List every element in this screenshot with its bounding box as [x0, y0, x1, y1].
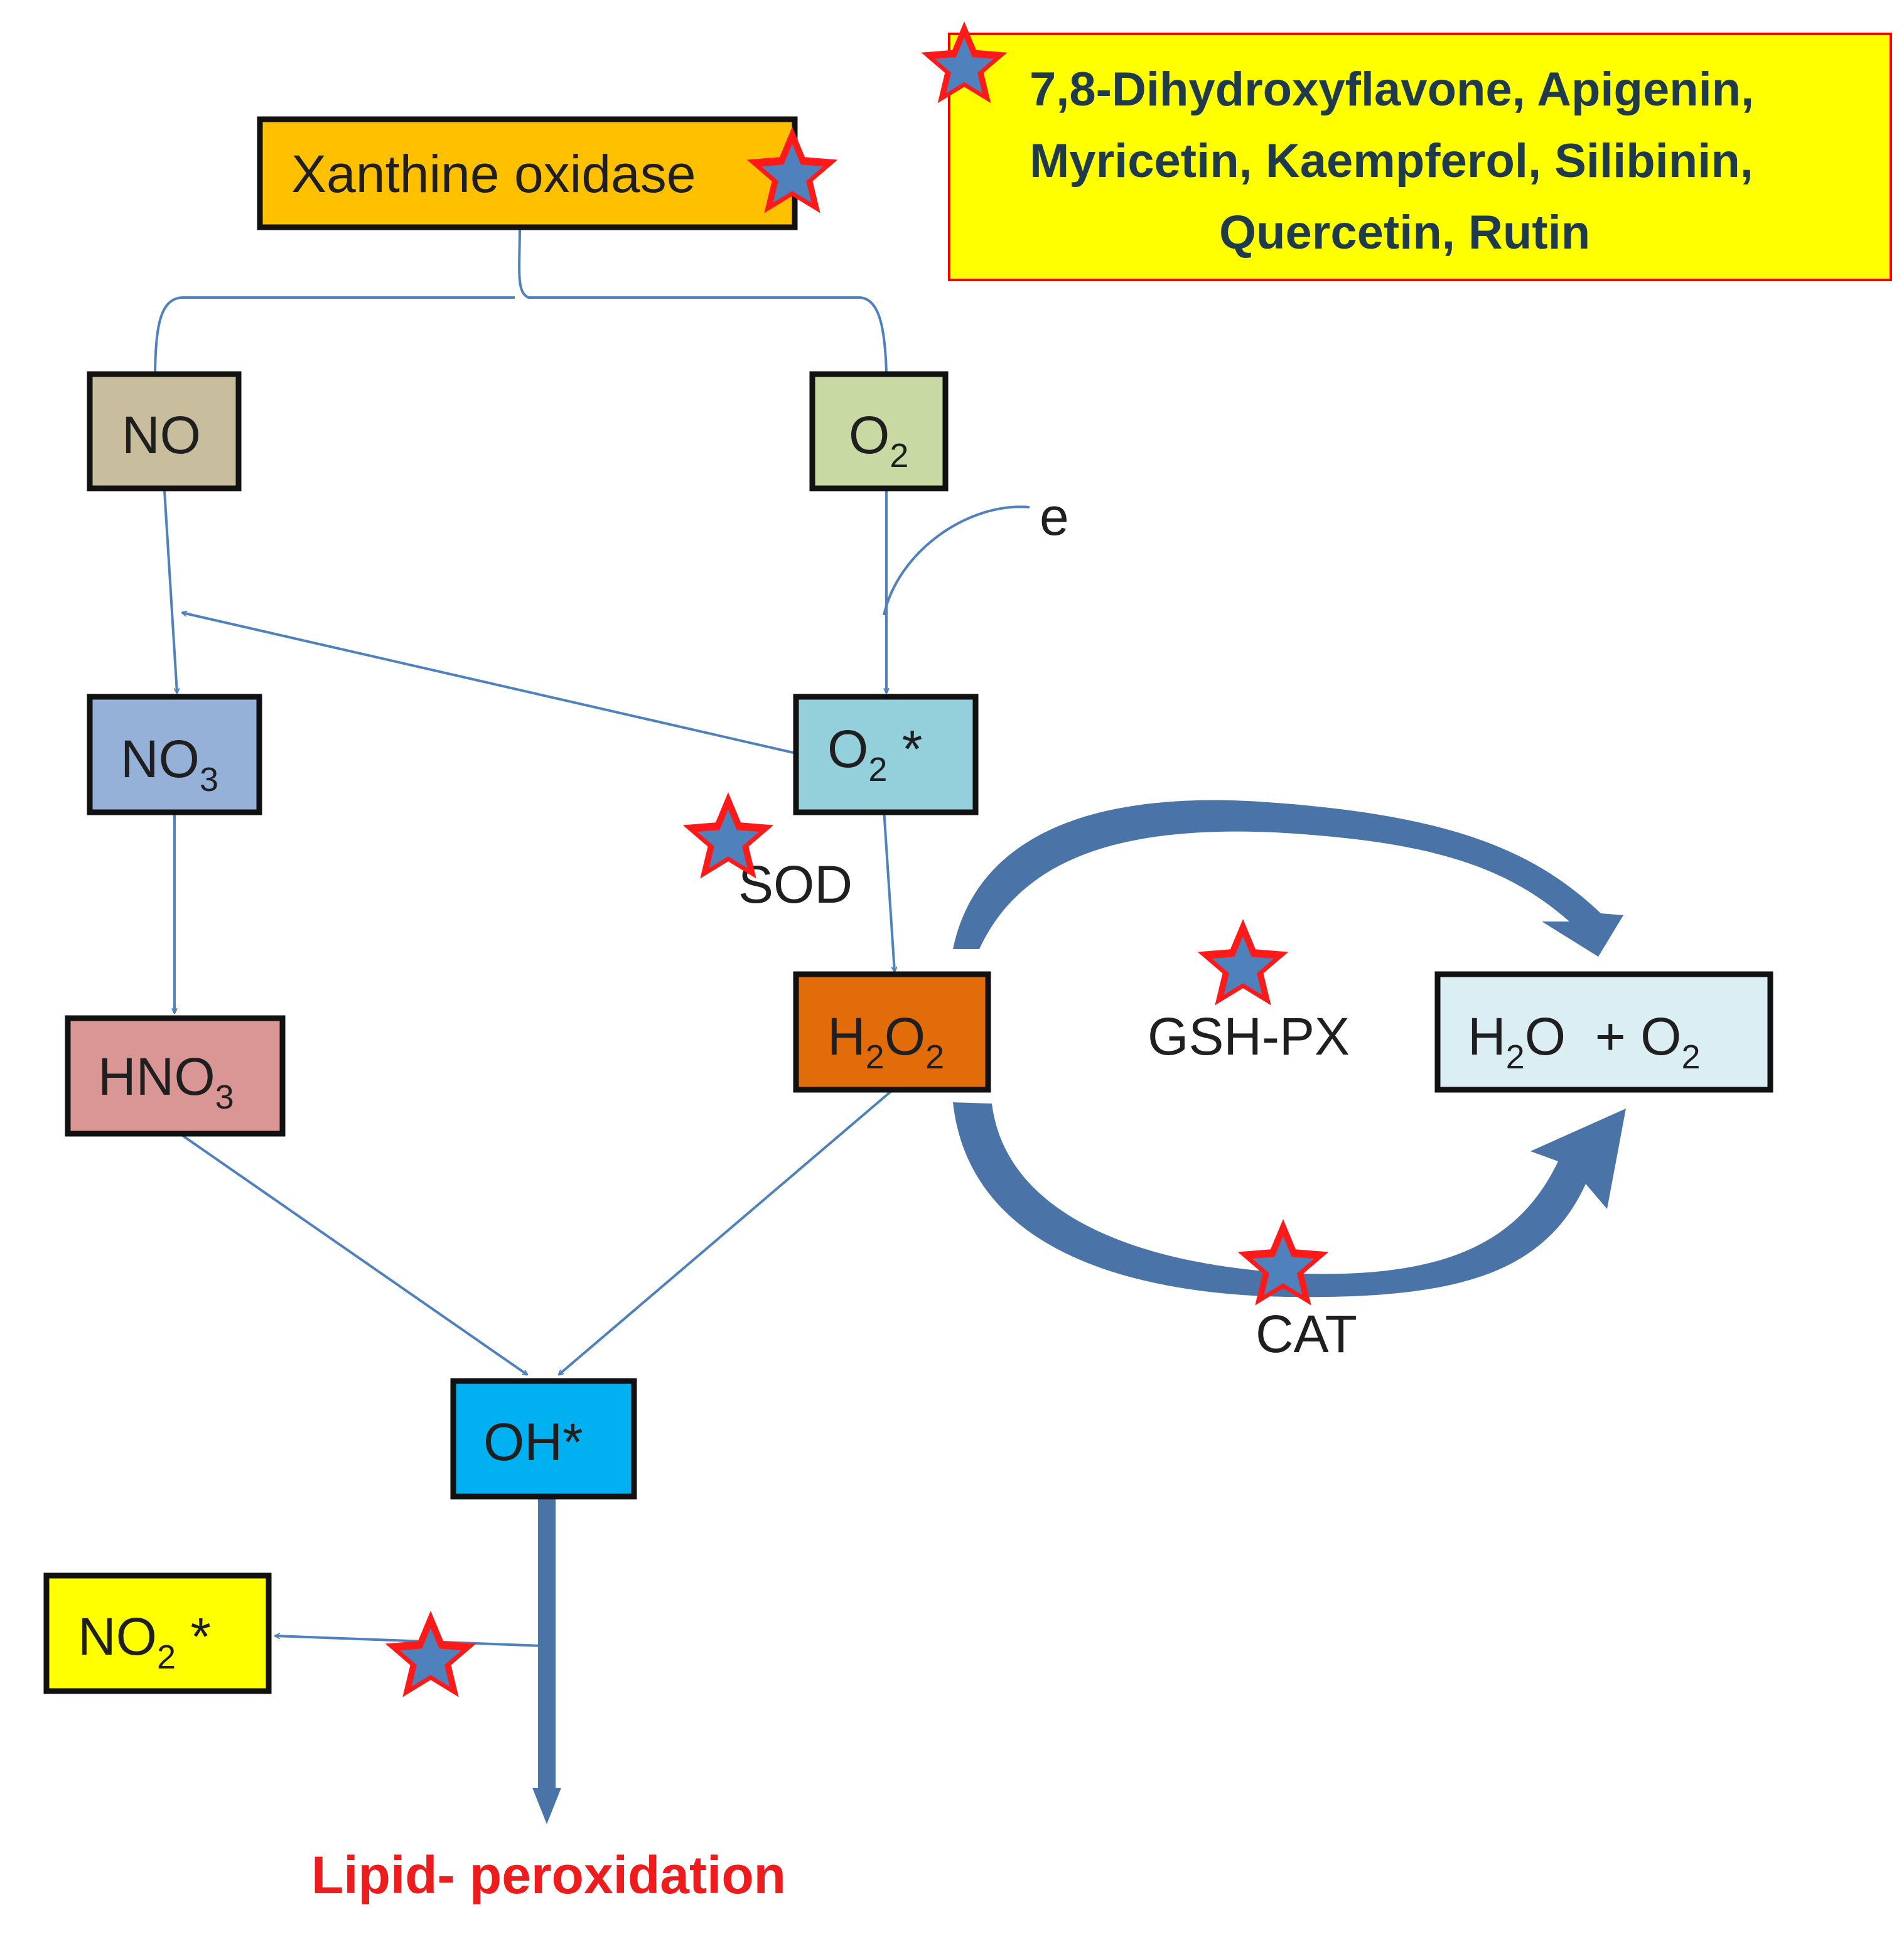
label-hno3: HNO3 [98, 1047, 234, 1116]
node-no [87, 371, 242, 492]
star-gsh-px-inner [1212, 936, 1274, 995]
label-electron: e [1040, 487, 1069, 546]
label-no: NO [122, 406, 201, 465]
label-no3: NO3 [121, 729, 218, 798]
arrow-oh-to-no2 [275, 1636, 544, 1647]
star-no2-branch-inner [399, 1628, 462, 1687]
legend-line-2: Myricetin, Kaempferol, Silibinin, [1030, 134, 1753, 188]
split-connector [518, 225, 888, 375]
electron-curve [883, 505, 1030, 616]
inhibitor-legend-box [948, 33, 1892, 281]
label-sod: SOD [738, 855, 852, 914]
star-xanthine-oxidase-inner [761, 144, 824, 203]
node-o2-radical [793, 694, 979, 815]
label-gsh-px: GSH-PX [1148, 1007, 1350, 1066]
node-h2o2 [793, 971, 991, 1093]
thick-arrow-oh-head [532, 1788, 561, 1824]
label-oh-radical: OH* [483, 1412, 583, 1471]
label-cat: CAT [1256, 1304, 1357, 1363]
arrow-h2o2-to-oh [559, 1090, 893, 1375]
thick-arrow-upper-arc [953, 800, 1623, 957]
label-o2: O2 [849, 406, 908, 475]
node-oh-radical [450, 1378, 637, 1500]
inhibition-stars [385, 21, 1329, 1697]
star-sod-inner [697, 809, 760, 868]
legend-line-1: 7,8-Dihydroxyflavone, Apigenin, [1030, 63, 1754, 116]
label-no2-radical: NO2 * [78, 1607, 211, 1676]
node-no3 [87, 694, 262, 815]
arrow-hno3-to-oh [178, 1132, 527, 1375]
label-xanthine-oxidase: Xanthine oxidase [291, 144, 696, 203]
thick-arrow-oh-shaft [538, 1494, 556, 1789]
arrow-no-to-no3 [163, 490, 177, 693]
legend-line-3: Quercetin, Rutin [1219, 206, 1590, 259]
node-h2o-o2 [1434, 971, 1773, 1093]
label-o2-radical: O2 * [827, 719, 922, 788]
star-legend-inner [935, 37, 994, 94]
label-h2o2: H2O2 [827, 1007, 944, 1076]
label-h2o-o2: H2O + O2 [1468, 1007, 1701, 1076]
node-hno3 [65, 1015, 286, 1137]
split-connector-left [154, 296, 515, 375]
node-o2 [809, 371, 949, 492]
thick-arrow-lower-arc [953, 1102, 1626, 1298]
label-lipid-peroxidation: Lipid- peroxidation [311, 1846, 786, 1905]
arrow-o2radical-to-no3-branch [182, 613, 797, 755]
arrow-o2radical-to-h2o2 [883, 809, 895, 972]
star-cat-inner [1252, 1236, 1315, 1295]
node-no2-radical [43, 1572, 272, 1694]
